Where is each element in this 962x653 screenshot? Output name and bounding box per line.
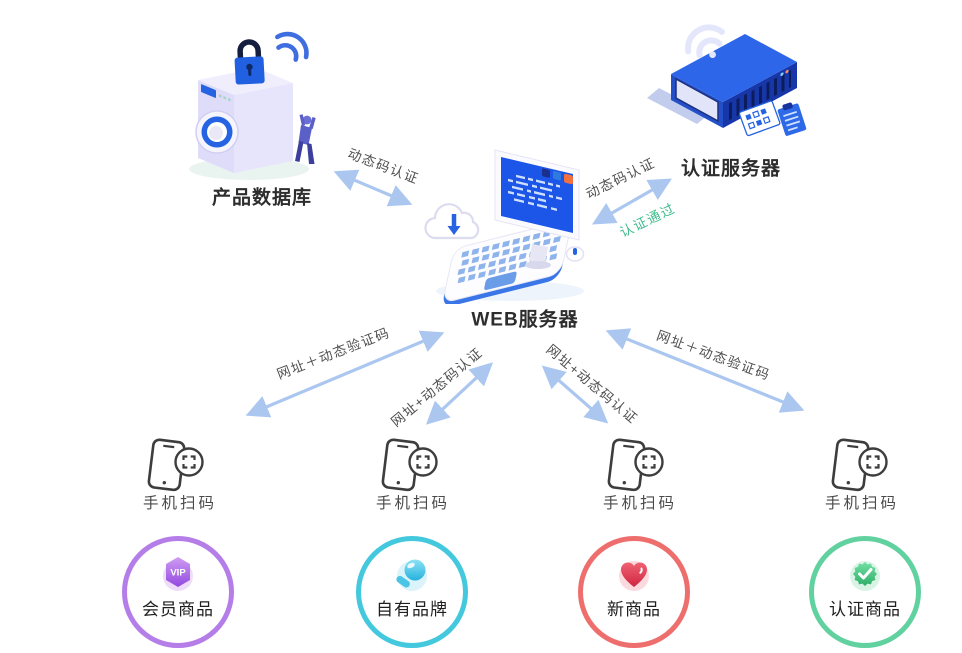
phone-label: 手机扫码 <box>602 495 678 512</box>
arrow-web-phone-1 <box>245 330 445 418</box>
product-label: 会员商品 <box>142 600 214 620</box>
phone-label: 手机扫码 <box>375 495 451 512</box>
database-label: 产品数据库 <box>211 187 313 209</box>
screen-code <box>508 174 562 212</box>
arrow-web-phone-2 <box>425 362 494 425</box>
web-server-illustration <box>424 149 585 304</box>
check-badge-icon <box>850 561 880 591</box>
phone-scan-icon <box>381 438 438 492</box>
product-circle-certified: 认证商品 <box>809 536 921 648</box>
vip-badge-text: VIP <box>170 568 186 579</box>
magnifier-icon <box>396 559 427 591</box>
arrow-web-auth <box>592 178 672 225</box>
phone-scan-icon <box>147 438 204 492</box>
cloud-download-icon <box>424 203 480 240</box>
documents-icon <box>738 100 807 137</box>
phone-label: 手机扫码 <box>142 495 218 512</box>
web-server-label: WEB服务器 <box>471 309 579 331</box>
phone-scan-icon <box>607 438 664 492</box>
mouse <box>565 246 585 262</box>
wifi-icon <box>275 31 309 62</box>
product-circle-new: 新商品 <box>578 536 690 648</box>
wifi-icon <box>684 24 725 59</box>
arrow-web-phone-4 <box>605 328 805 413</box>
app-icons <box>542 168 573 185</box>
product-circle-own-brand: 自有品牌 <box>356 536 468 648</box>
washer-door <box>195 110 239 154</box>
vip-badge-icon: VIP <box>163 557 193 591</box>
product-circle-member: VIP 会员商品 <box>122 536 234 648</box>
person-figure <box>295 114 316 164</box>
auth-server-label: 认证服务器 <box>680 158 782 180</box>
product-label: 认证商品 <box>829 600 901 620</box>
arrow-web-phone-3 <box>541 365 609 424</box>
auth-server-illustration <box>647 24 807 137</box>
phone-scan-icon <box>831 438 888 492</box>
product-label: 新商品 <box>607 600 661 620</box>
product-database-illustration <box>189 31 316 180</box>
phone-label: 手机扫码 <box>824 495 900 512</box>
monitor <box>494 149 580 269</box>
arrow-db-web <box>333 169 413 207</box>
database-box <box>195 68 293 173</box>
lock-icon <box>234 39 265 85</box>
shadow <box>647 88 709 124</box>
heart-icon <box>619 561 649 591</box>
product-label: 自有品牌 <box>376 600 448 620</box>
